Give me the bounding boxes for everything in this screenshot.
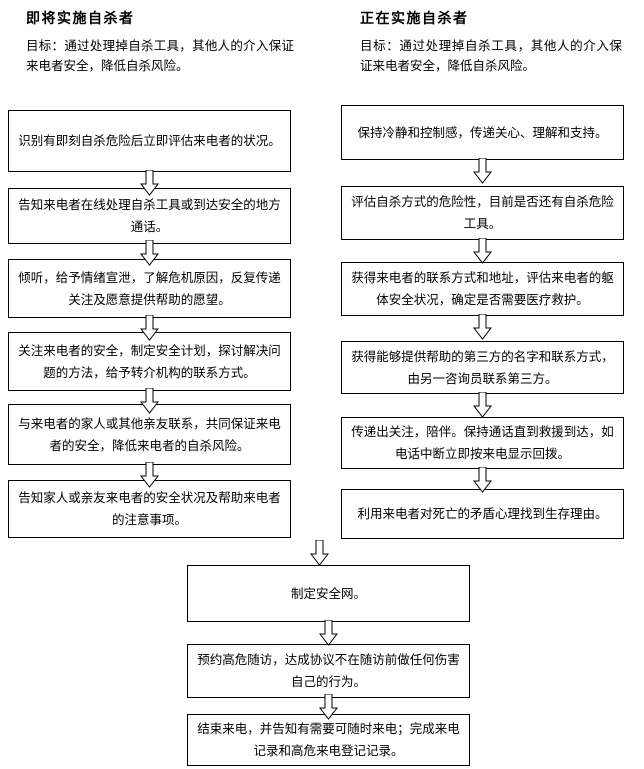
process-node-imminent-4[interactable]: 关注来电者的安全，制定安全计划，探讨解决问题的方法，给予转介机构的联系方式。 [8, 332, 291, 391]
process-node-label: 识别有即刻自杀危险后立即评估来电者的状况。 [18, 134, 281, 148]
process-node-imminent-3[interactable]: 倾听，给予情绪宣泄，了解危机原因，反复传递关注及愿意提供帮助的愿望。 [8, 259, 291, 318]
process-node-label: 保持冷静和控制感，传递关心、理解和支持。 [357, 125, 608, 140]
process-node-label: 预约高危随访，达成协议不在随访前做任何伤害自己的行为。 [197, 653, 460, 689]
arrow-down-icon-imminent-4-5 [140, 388, 159, 414]
arrow-down-icon-in-progress-2-3 [473, 238, 492, 264]
column-title-in-progress: 正在实施自杀者 [360, 10, 469, 26]
arrow-down-icon-in-progress-3-4 [473, 314, 492, 340]
process-node-label: 告知家人或亲友来电者的安全状况及帮助来电者的注意事项。 [18, 491, 281, 527]
process-node-imminent-1[interactable]: 识别有即刻自杀危险后立即评估来电者的状况。 [8, 110, 291, 172]
arrow-down-icon-shared-1-2 [319, 620, 338, 646]
process-node-label: 结束来电，并告知有需要可随时来电；完成来电记录和高危来电登记记录。 [197, 722, 460, 758]
process-node-label: 与来电者的家人或其他亲友联系，共同保证来电者的安全，降低来电者的自杀风险。 [18, 416, 281, 453]
arrow-down-icon-merge-to-shared-1 [310, 540, 329, 566]
process-node-in-progress-4[interactable]: 获得能够提供帮助的第三方的名字和联系方式，由另一咨询员联系第三方。 [341, 341, 624, 394]
arrow-down-icon-imminent-1-2 [140, 170, 159, 196]
process-node-shared-3[interactable]: 结束来电，并告知有需要可随时来电；完成来电记录和高危来电登记记录。 [187, 714, 470, 766]
process-node-label: 传递出关注，陪伴。保持通话直到救援到达，如电话中断立即按来电显示回拨。 [351, 425, 614, 461]
process-node-imminent-2[interactable]: 告知来电者在线处理自杀工具或到达安全的地方通话。 [8, 188, 291, 244]
process-node-imminent-6[interactable]: 告知家人或亲友来电者的安全状况及帮助来电者的注意事项。 [8, 480, 291, 538]
arrow-down-icon-in-progress-5-6 [473, 467, 492, 493]
process-node-in-progress-3[interactable]: 获得来电者的联系方式和地址，评估来电者的躯体安全状况，确定是否需要医疗救护。 [341, 262, 624, 316]
arrow-down-icon-shared-2-3 [319, 694, 338, 720]
arrow-down-icon-in-progress-1-2 [473, 158, 492, 184]
process-node-label: 关注来电者的安全，制定安全计划，探讨解决问题的方法，给予转介机构的联系方式。 [18, 343, 281, 380]
column-header-in-progress: 正在实施自杀者 目标：通过处理掉自杀工具，其他人的介入保证来电者安全，降低自杀风… [360, 8, 622, 76]
process-node-imminent-5[interactable]: 与来电者的家人或其他亲友联系，共同保证来电者的安全，降低来电者的自杀风险。 [8, 404, 291, 465]
process-node-in-progress-5[interactable]: 传递出关注，陪伴。保持通话直到救援到达，如电话中断立即按来电显示回拨。 [341, 417, 624, 469]
arrow-down-icon-imminent-3-4 [140, 315, 159, 341]
process-node-in-progress-6[interactable]: 利用来电者对死亡的矛盾心理找到生存理由。 [341, 489, 624, 539]
process-node-shared-2[interactable]: 预约高危随访，达成协议不在随访前做任何伤害自己的行为。 [187, 644, 470, 698]
process-node-label: 获得来电者的联系方式和地址，评估来电者的躯体安全状况，确定是否需要医疗救护。 [351, 271, 614, 307]
arrow-down-icon-imminent-2-3 [140, 240, 159, 266]
process-node-label: 获得能够提供帮助的第三方的名字和联系方式，由另一咨询员联系第三方。 [351, 349, 614, 386]
column-goal-in-progress: 目标：通过处理掉自杀工具，其他人的介入保证来电者安全，降低自杀风险。 [360, 39, 622, 73]
process-node-shared-1[interactable]: 制定安全网。 [187, 565, 470, 622]
process-node-label: 倾听，给予情绪宣泄，了解危机原因，反复传递关注及愿意提供帮助的愿望。 [18, 270, 281, 307]
process-node-label: 评估自杀方式的危险性，目前是否还有自杀危险工具。 [351, 195, 614, 231]
process-node-label: 利用来电者对死亡的矛盾心理找到生存理由。 [357, 507, 608, 521]
arrow-down-icon-in-progress-4-5 [473, 392, 492, 418]
process-node-label: 告知来电者在线处理自杀工具或到达安全的地方通话。 [18, 198, 281, 234]
process-node-in-progress-1[interactable]: 保持冷静和控制感，传递关心、理解和支持。 [341, 105, 624, 160]
column-goal-imminent: 目标：通过处理掉自杀工具，其他人的介入保证来电者安全，降低自杀风险。 [26, 39, 294, 73]
process-node-in-progress-2[interactable]: 评估自杀方式的危险性，目前是否还有自杀危险工具。 [341, 186, 624, 240]
column-title-imminent: 即将实施自杀者 [26, 10, 135, 26]
column-header-imminent: 即将实施自杀者 目标：通过处理掉自杀工具，其他人的介入保证来电者安全，降低自杀风… [26, 8, 294, 76]
arrow-down-icon-imminent-5-6 [140, 462, 159, 488]
process-node-label: 制定安全网。 [290, 586, 366, 601]
